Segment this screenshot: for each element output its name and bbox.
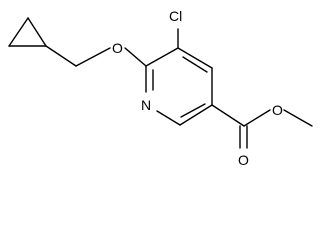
carbonyl-oxygen-label: O (238, 152, 249, 168)
molecule-structure: Cl O N O O (8, 8, 313, 168)
chlorine-label: Cl (169, 8, 182, 24)
bond-ch2-oxygen (75, 47, 111, 67)
ester-group (211, 104, 313, 149)
ester-oxygen-label: O (272, 102, 283, 118)
bond-cyclopropyl-ch2 (45, 45, 77, 67)
bond-oxygen-ring (124, 47, 147, 67)
structure-drawing: Cl O N O O (8, 8, 313, 168)
ether-oxygen-label: O (112, 40, 123, 56)
cyclopropyl-ring (8, 17, 47, 47)
ring-nitrogen-label: N (141, 97, 151, 113)
pyridine-ring (145, 47, 213, 126)
